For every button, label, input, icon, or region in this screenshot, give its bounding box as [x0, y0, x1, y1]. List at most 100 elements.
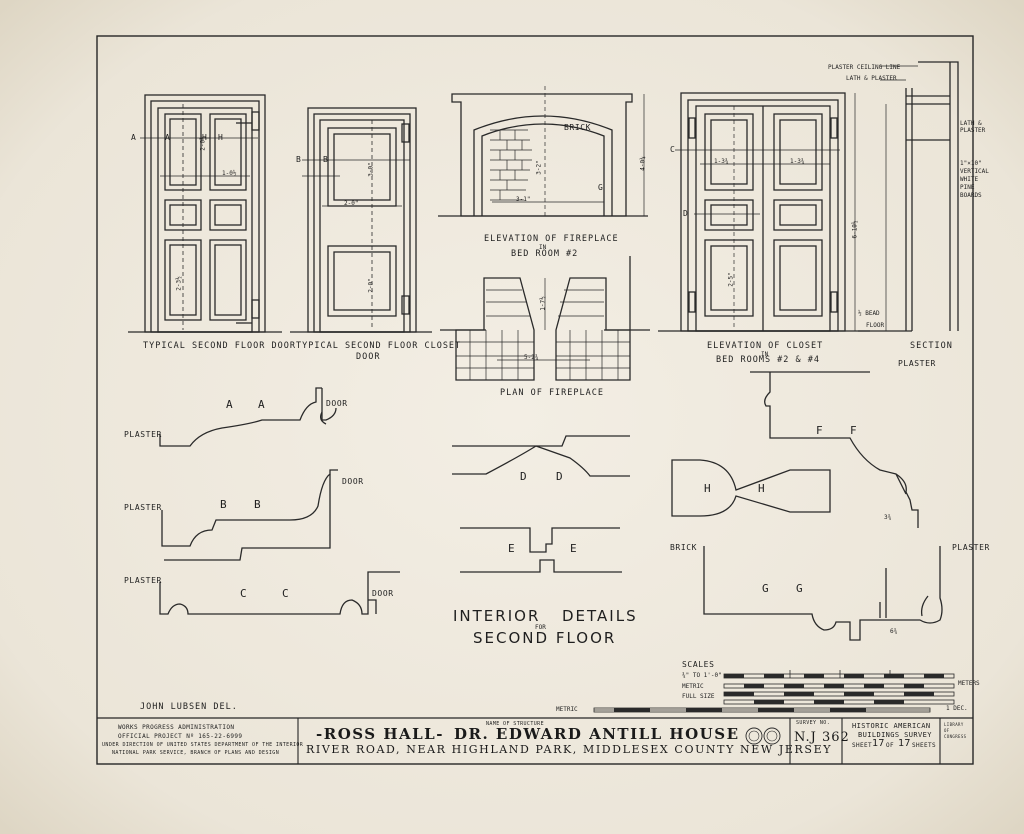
tb-sheet-number: 17	[872, 738, 885, 749]
dim-door-panel-width: 1-0½	[222, 170, 237, 177]
dim-closet-upper: 3-0"	[367, 162, 375, 177]
marker-E: G	[598, 183, 604, 192]
tb-agency-line4: NATIONAL PARK SERVICE, BRANCH OF PLANS A…	[112, 750, 280, 756]
dim-G-width: 6¾	[890, 628, 898, 635]
label-door-C: DOOR	[372, 589, 394, 598]
section-name-E2: E	[570, 542, 578, 555]
dim-fireplace-height: 3-2"	[535, 160, 543, 175]
marker-B-2: B	[323, 155, 329, 164]
tb-agency-line2: OFFICIAL PROJECT Nº 165-22-6999	[118, 733, 243, 740]
tb-location: RIVER ROAD, NEAR HIGHLAND PARK, MIDDLESE…	[306, 743, 833, 756]
section-name-B: B	[220, 498, 228, 511]
scale-label-metric: METRIC	[682, 683, 704, 690]
tb-sheet-total: 17	[898, 738, 911, 749]
section-name-H: H	[704, 482, 712, 495]
tb-survey-number: N.J 362	[794, 730, 850, 745]
label-plaster-A: PLASTER	[124, 430, 162, 439]
tb-agency-line3: UNDER DIRECTION OF UNITED STATES DEPARTM…	[102, 742, 304, 748]
dim-closet-door-width: 2-0"	[344, 200, 359, 207]
profile-B-B	[161, 469, 338, 561]
caption-fireplace-in: IN	[539, 244, 547, 251]
drawing-title-details: DETAILS	[562, 607, 638, 625]
marker-H: H	[202, 133, 208, 142]
tb-agency-line1: WORKS PROGRESS ADMINISTRATION	[118, 724, 235, 731]
section-name-G: G	[762, 582, 770, 595]
section-name-C: C	[240, 587, 248, 600]
marker-C: C	[670, 145, 676, 154]
marker-A-2: A	[165, 133, 171, 142]
caption-closet-door-line1: TYPICAL SECOND FLOOR CLOSET	[296, 341, 462, 351]
drawing-title-interior: INTERIOR	[453, 607, 541, 625]
label-door-B: DOOR	[342, 477, 364, 486]
dim-closet-lower: 2-0"	[367, 278, 375, 293]
dim-fireplace-plan-width: 5-2¾	[524, 354, 539, 361]
tb-habs-line2: BUILDINGS SURVEY	[858, 731, 932, 739]
dim-door-bottom-panel: 2-3½	[175, 276, 183, 291]
tb-name-caption: NAME OF STRUCTURE	[486, 721, 544, 727]
profile-F-F	[750, 371, 919, 528]
tb-sheets-label: SHEETS	[912, 742, 937, 749]
section-name-F2: F	[850, 424, 858, 437]
label-vertical-boards: 1"×10" VERTICAL WHITE PINE BOARDS	[960, 160, 989, 199]
label-plaster-ceiling: PLASTER CEILING LINE	[828, 64, 901, 71]
section-name-D: D	[520, 470, 528, 483]
caption-fireplace-elevation: ELEVATION OF FIREPLACE	[484, 234, 619, 244]
caption-fireplace-room: BED ROOM #2	[511, 249, 579, 259]
marker-H-2: H	[218, 133, 224, 142]
closet-elevation	[658, 92, 870, 332]
label-plaster-B: PLASTER	[124, 503, 162, 512]
profile-H-H	[671, 459, 831, 517]
label-lath-plaster-top: LATH & PLASTER	[846, 75, 897, 82]
section-name-A: A	[226, 398, 234, 411]
fireplace-plan	[440, 256, 650, 381]
tb-habs-line1: HISTORIC AMERICAN	[852, 722, 931, 730]
caption-section: SECTION	[910, 341, 953, 351]
caption-closet-elevation: ELEVATION OF CLOSET	[707, 341, 824, 351]
tb-structure-name-1: -ROSS HALL-	[316, 725, 444, 743]
section-name-D2: D	[556, 470, 564, 483]
tb-survey-caption: SURVEY NO.	[796, 720, 831, 726]
profile-G-G	[703, 546, 943, 641]
profile-D-D	[452, 435, 630, 477]
profile-E-E	[460, 527, 622, 573]
tb-library: LIBRARY OF CONGRESS	[944, 722, 967, 739]
label-brick-G: BRICK	[670, 543, 698, 552]
section-name-A2: A	[258, 398, 266, 411]
section-name-G2: G	[796, 582, 804, 595]
draftsman-credit: JOHN LUBSEN DEL.	[140, 702, 238, 712]
dim-closet-panel-left: 1-3¾	[714, 158, 729, 165]
tb-structure-name-2: DR. EDWARD ANTILL HOUSE	[454, 725, 740, 743]
profile-A-A	[159, 387, 337, 447]
scales-heading: SCALES	[682, 660, 715, 669]
scale-label-full-size: FULL SIZE	[682, 693, 715, 700]
tb-sheet-label: SHEET	[852, 742, 873, 749]
dim-fireplace-plan-depth: 1-7½	[539, 296, 547, 311]
second-floor-door-elevation	[128, 94, 282, 333]
marker-D: D	[683, 209, 689, 218]
drawing-title-for: FOR	[535, 624, 546, 631]
scale-label-three-quarter: ¾" TO 1'-0"	[682, 672, 722, 679]
label-plaster-F: PLASTER	[898, 359, 936, 368]
wall-section	[858, 61, 959, 332]
scale-label-metric-2: METRIC	[556, 706, 578, 713]
profile-C-C	[159, 571, 400, 615]
dim-F-height: 3¾	[884, 514, 892, 521]
marker-B: B	[296, 155, 302, 164]
tb-sheet-of: OF	[886, 742, 895, 749]
dim-door-top-panel: 2-0½	[199, 136, 207, 151]
scale-label-cm: 1 DEC.	[946, 705, 968, 712]
section-name-H2: H	[758, 482, 766, 495]
scale-label-meters: METERS	[958, 680, 980, 687]
label-bead: ½ BEAD	[858, 310, 880, 317]
caption-closet-in: IN	[761, 351, 769, 358]
label-plaster-C: PLASTER	[124, 576, 162, 585]
section-name-E: E	[508, 542, 516, 555]
dim-closet-panel-height: 2-5"	[727, 272, 735, 287]
dim-closet-total-height: 6-10½	[851, 220, 859, 239]
label-door-A: DOOR	[326, 399, 348, 408]
caption-closet-rooms: BED ROOMS #2 & #4	[716, 355, 820, 365]
label-plaster-G: PLASTER	[952, 543, 990, 552]
sheet-border	[96, 35, 974, 765]
dim-fireplace-width: 3-1"	[516, 196, 531, 203]
